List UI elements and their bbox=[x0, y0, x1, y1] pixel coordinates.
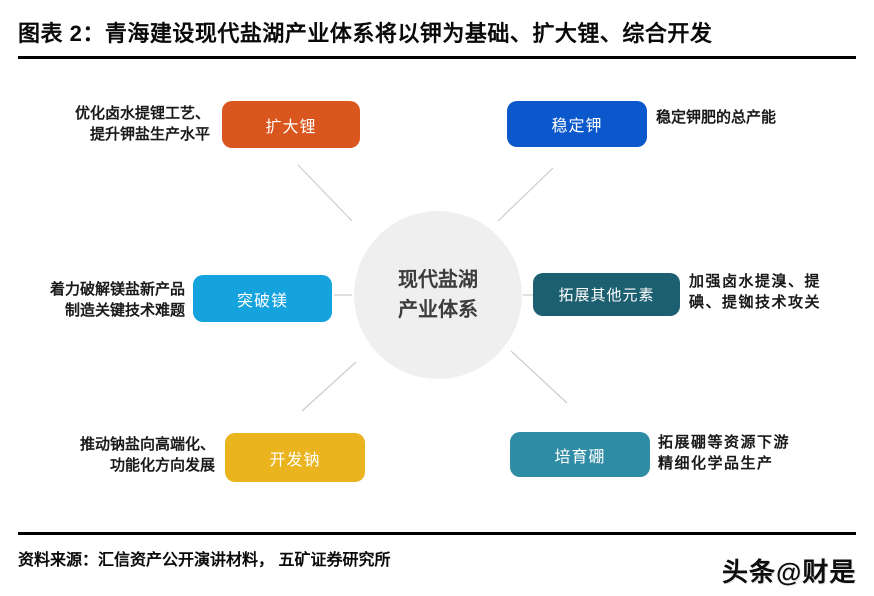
footer-divider bbox=[18, 532, 856, 535]
connector-top-left bbox=[297, 164, 353, 222]
center-hub-label: 现代盐湖 产业体系 bbox=[398, 269, 478, 321]
watermark: 头条@财是 bbox=[722, 557, 857, 587]
connector-top-right bbox=[497, 167, 554, 222]
node-develop-sodium-desc: 推动钠盐向高端化、 功能化方向发展 bbox=[79, 436, 215, 475]
node-stabilize-potassium-desc: 稳定钾肥的总产能 bbox=[656, 109, 777, 126]
connector-bottom-right bbox=[510, 350, 568, 404]
node-develop-sodium: 开发钠 bbox=[225, 433, 365, 482]
node-breakthrough-magnesium: 突破镁 bbox=[193, 275, 332, 322]
title-divider bbox=[18, 56, 856, 59]
node-breakthrough-magnesium-desc: 着力破解镁盐新产品 制造关键技术难题 bbox=[49, 281, 185, 320]
source-note: 资料来源：汇信资产公开演讲材料， 五矿证券研究所 bbox=[18, 552, 391, 569]
node-cultivate-boron: 培育硼 bbox=[510, 432, 650, 477]
node-expand-other-elements: 拓展其他元素 bbox=[533, 273, 680, 316]
node-expand-other-elements-desc: 加强卤水提溴、提 碘、提铷技术攻关 bbox=[689, 273, 822, 312]
center-hub: 现代盐湖 产业体系 bbox=[354, 211, 522, 379]
node-expand-lithium-desc: 优化卤水提锂工艺、 提升钾盐生产水平 bbox=[74, 105, 210, 144]
figure-title: 图表 2：青海建设现代盐湖产业体系将以钾为基础、扩大锂、综合开发 bbox=[18, 21, 713, 46]
node-expand-lithium: 扩大锂 bbox=[222, 101, 360, 148]
node-stabilize-potassium: 稳定钾 bbox=[507, 101, 647, 147]
connector-bottom-left bbox=[301, 361, 357, 412]
node-cultivate-boron-desc: 拓展硼等资源下游 精细化学品生产 bbox=[658, 434, 791, 473]
